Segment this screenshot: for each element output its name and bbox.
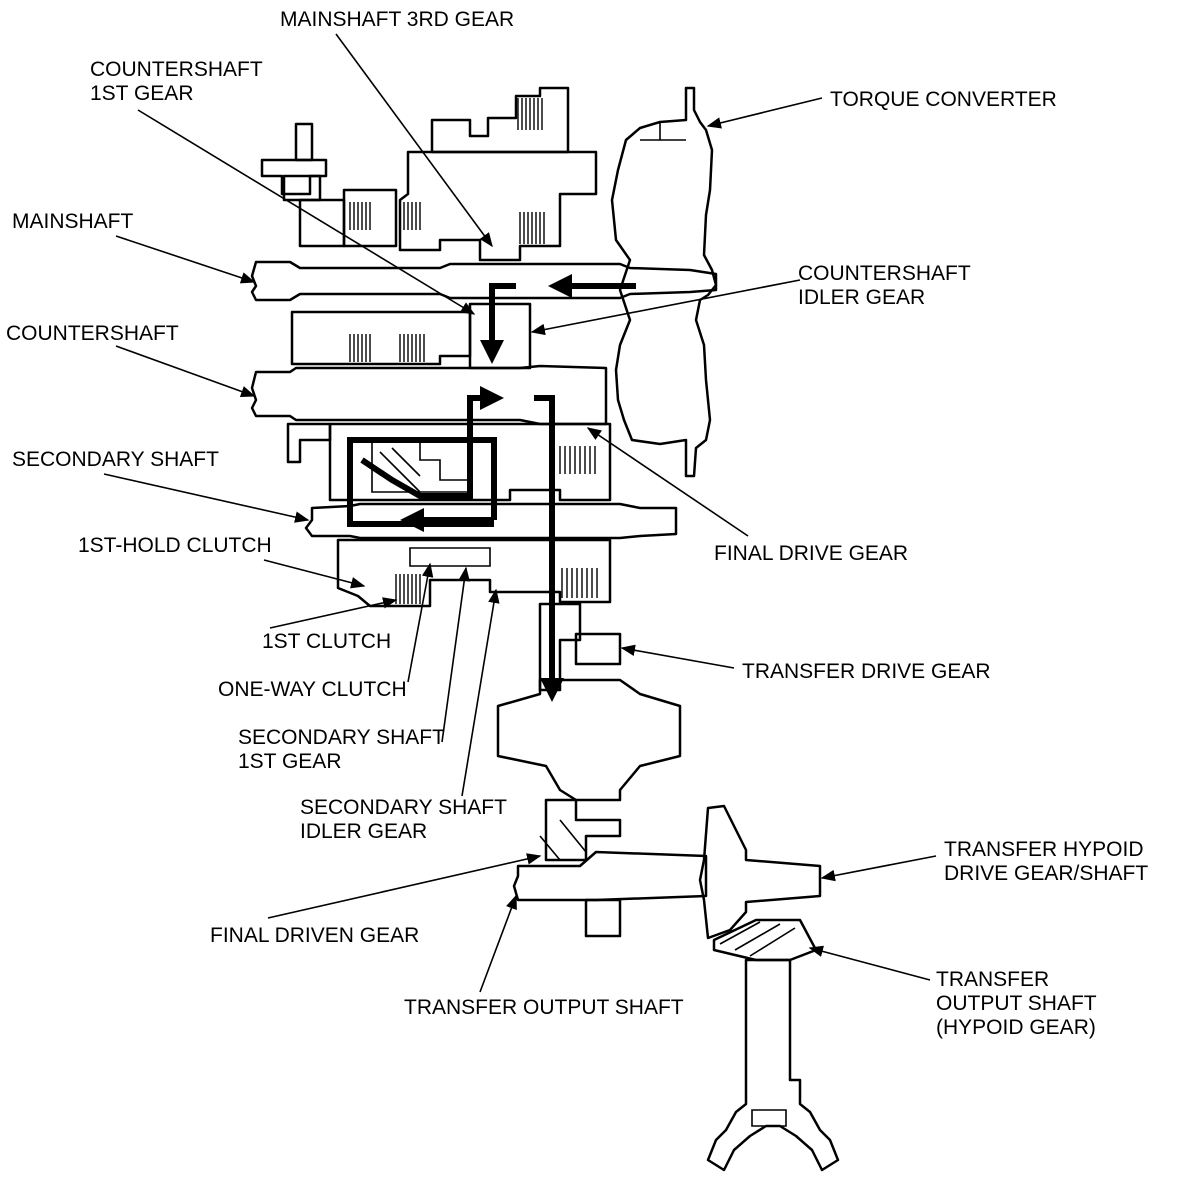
leader-transfer-output-hypoid — [808, 945, 931, 981]
label-transfer-output-hypoid-line1: TRANSFER — [936, 968, 1049, 991]
label-secondary-shaft-1st-gear-line1: SECONDARY SHAFT — [238, 726, 445, 749]
label-transfer-drive-gear: TRANSFER DRIVE GEAR — [742, 660, 991, 683]
leader-final-drive-gear — [586, 427, 749, 537]
torque-converter — [610, 86, 718, 478]
leader-countershaft — [115, 345, 256, 398]
secondary-clutch-pack — [395, 446, 598, 604]
leader-1st-hold-clutch — [263, 559, 366, 589]
label-transfer-output-hypoid-line3: (HYPOID GEAR) — [936, 1016, 1096, 1039]
secondary-shaft — [304, 422, 678, 608]
leader-mainshaft — [115, 235, 256, 284]
leader-transfer-hypoid — [820, 855, 937, 882]
label-torque-converter: TORQUE CONVERTER — [830, 88, 1057, 111]
label-final-driven-gear: FINAL DRIVEN GEAR — [210, 924, 419, 947]
leader-mainshaft-3rd-gear — [335, 33, 493, 248]
leader-secondary-shaft — [103, 473, 310, 523]
label-countershaft-idler-gear-line2: IDLER GEAR — [798, 286, 925, 309]
leader-one-way-clutch — [407, 562, 434, 683]
label-secondary-shaft-1st-gear-line2: 1ST GEAR — [238, 750, 341, 773]
leader-1st-clutch — [269, 597, 398, 629]
label-countershaft-1st-gear-line1: COUNTERSHAFT — [90, 58, 263, 81]
label-secondary-shaft-idler-gear-line2: IDLER GEAR — [300, 820, 427, 843]
leader-secondary-shaft-1st-gear — [441, 566, 470, 743]
label-one-way-clutch: ONE-WAY CLUTCH — [218, 678, 407, 701]
power-flow-path — [347, 274, 636, 702]
label-final-drive-gear: FINAL DRIVE GEAR — [714, 542, 908, 565]
leader-lines — [103, 33, 937, 993]
label-secondary-shaft: SECONDARY SHAFT — [12, 448, 219, 471]
transfer-assembly — [496, 602, 708, 938]
label-transfer-output-hypoid-line2: OUTPUT SHAFT — [936, 992, 1097, 1015]
label-countershaft: COUNTERSHAFT — [6, 322, 179, 345]
label-secondary-shaft-idler-gear-line1: SECONDARY SHAFT — [300, 796, 507, 819]
label-countershaft-1st-gear-line2: 1ST GEAR — [90, 82, 193, 105]
label-countershaft-idler-gear-line1: COUNTERSHAFT — [798, 262, 971, 285]
leader-final-driven-gear — [267, 853, 542, 919]
label-transfer-output-shaft: TRANSFER OUTPUT SHAFT — [404, 996, 684, 1019]
label-1st-hold-clutch: 1ST-HOLD CLUTCH — [78, 534, 272, 557]
mainshaft — [250, 86, 718, 302]
hypoid-gear-set — [698, 804, 840, 1172]
mainshaft-clutch-pack-a — [349, 98, 545, 244]
label-transfer-hypoid-line2: DRIVE GEAR/SHAFT — [944, 862, 1148, 885]
leader-transfer-drive-gear — [620, 644, 735, 669]
label-mainshaft-3rd-gear: MAINSHAFT 3RD GEAR — [280, 8, 514, 31]
countershaft-clutch-pack — [349, 334, 425, 362]
labels: MAINSHAFT 3RD GEAR COUNTERSHAFT 1ST GEAR… — [6, 8, 1148, 1039]
leader-countershaft-1st-gear — [137, 109, 476, 315]
label-1st-clutch: 1ST CLUTCH — [262, 630, 391, 653]
leader-transfer-output-shaft — [479, 894, 517, 993]
label-mainshaft: MAINSHAFT — [12, 210, 134, 233]
leader-torque-converter — [706, 97, 823, 129]
leader-countershaft-idler-gear — [530, 279, 801, 336]
label-transfer-hypoid-line1: TRANSFER HYPOID — [944, 838, 1144, 861]
leader-secondary-shaft-idler-gear — [461, 588, 500, 797]
